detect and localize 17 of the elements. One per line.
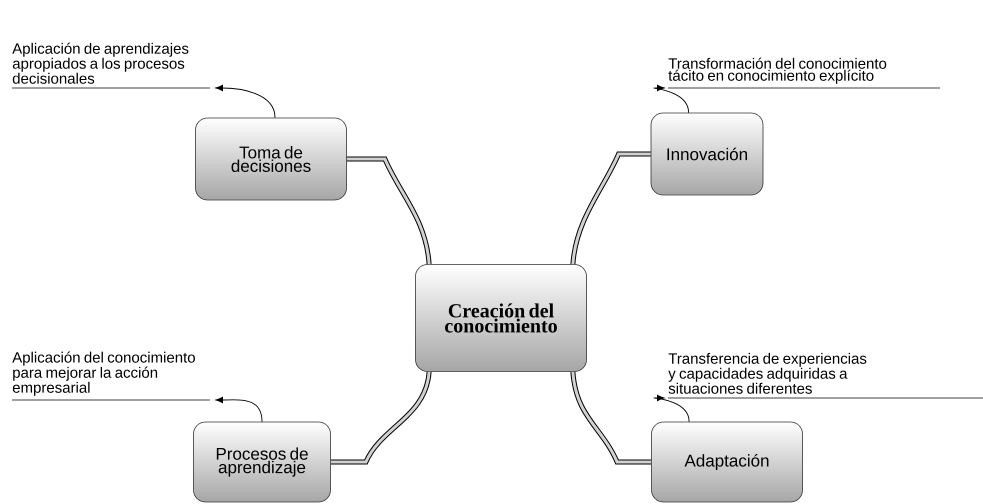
- underlined-note: Aplicación del conocimiento para mejorar la acción empresarial: [12, 352, 210, 400]
- arrow: [654, 394, 690, 422]
- arrow: [215, 396, 262, 422]
- arrow: [215, 84, 276, 118]
- branch-box: Adaptación: [651, 422, 803, 502]
- underlined-note: Aplicación de aprendizajes apropiados a los procesos decisionales: [12, 42, 210, 88]
- branch-box: Innovación: [650, 112, 764, 196]
- branch-box: Toma de decisiones: [195, 118, 347, 200]
- branch-connector: [570, 152, 651, 264]
- central-box: Creación del conocimiento: [415, 264, 587, 372]
- branch-connector: [570, 372, 652, 464]
- underlined-note: Transferencia de experiencias y capacidades adquiridas a situaciones diferentes: [668, 352, 983, 398]
- underlined-note: Transformación del conocimiento tácito en conocimiento explícito: [668, 58, 940, 88]
- branch-box: Procesos de aprendizaje: [193, 422, 331, 502]
- branch-connector: [330, 372, 432, 464]
- branch-connector: [346, 156, 432, 264]
- arrow: [654, 84, 690, 114]
